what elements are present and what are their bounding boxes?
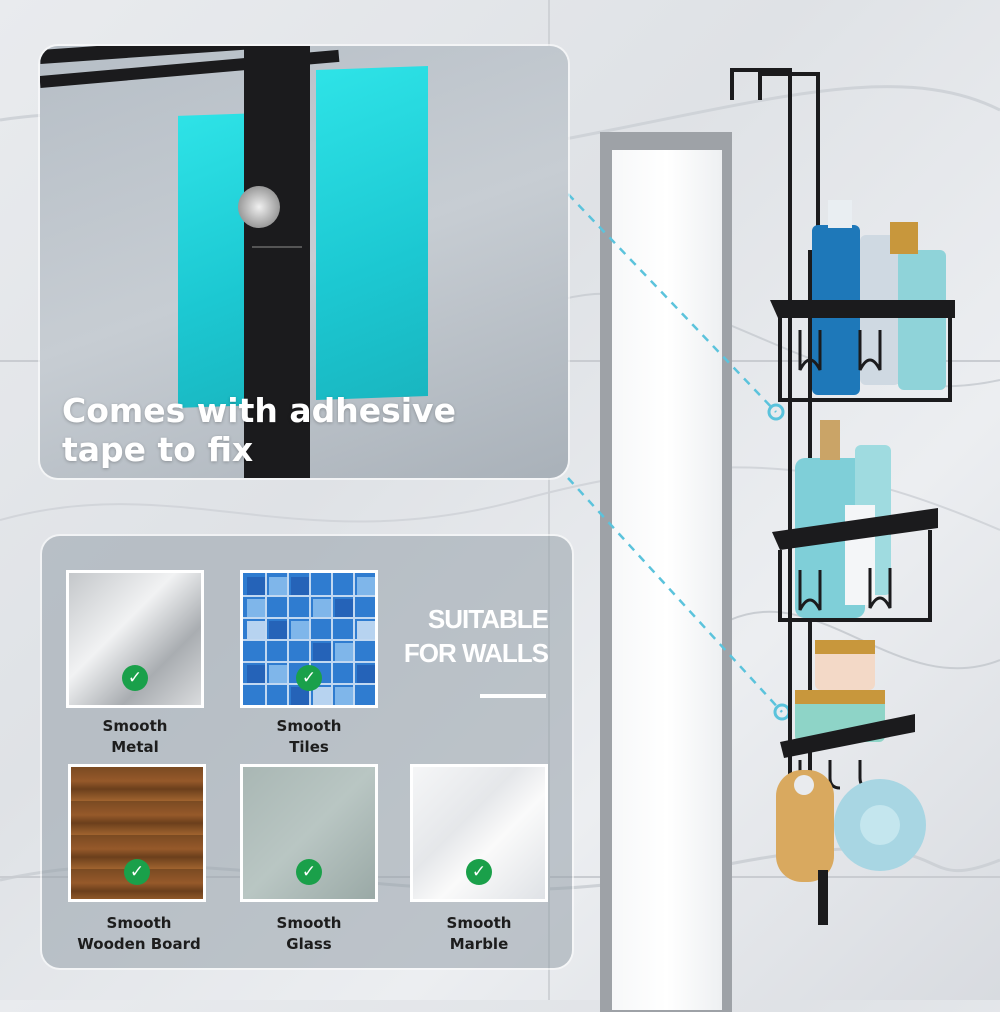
suitable-heading-line1: SUITABLE <box>427 604 549 634</box>
label-metal-line1: Smooth <box>102 717 168 735</box>
label-tiles: Smooth Tiles <box>234 716 384 758</box>
adhesive-tape-right <box>316 66 428 400</box>
label-glass-line2: Glass <box>286 935 332 953</box>
label-wood-line2: Wooden Board <box>77 935 201 953</box>
tile-grid <box>243 573 375 705</box>
door-panel <box>612 150 722 1010</box>
suitable-heading: SUITABLE FOR WALLS <box>388 602 549 670</box>
label-metal: Smooth Metal <box>60 716 210 758</box>
heading-underline <box>480 694 546 698</box>
bath-brush <box>776 770 834 882</box>
label-glass-line1: Smooth <box>276 914 342 932</box>
label-wood-line1: Smooth <box>106 914 172 932</box>
label-metal-line2: Metal <box>111 738 159 756</box>
bracket-edge <box>252 246 302 248</box>
check-icon: ✓ <box>296 859 322 885</box>
pointer-dot-upper <box>767 403 785 421</box>
label-tiles-line2: Tiles <box>289 738 329 756</box>
label-wood: Smooth Wooden Board <box>64 913 214 955</box>
label-marble-line2: Marble <box>449 935 509 953</box>
pointer-line-upper <box>567 193 777 413</box>
label-marble: Smooth Marble <box>404 913 554 955</box>
shelf-upper <box>770 200 955 402</box>
gold-lid <box>795 690 885 704</box>
label-glass: Smooth Glass <box>234 913 384 955</box>
gold-pump <box>890 222 918 254</box>
brush-hole <box>794 775 814 795</box>
wood-swatch: ✓ <box>68 764 206 902</box>
tile-joint <box>548 0 550 1000</box>
sponge-center <box>860 805 900 845</box>
shelf-lower <box>780 640 915 758</box>
teal-bottle <box>898 250 946 390</box>
metal-swatch: ✓ <box>66 570 204 708</box>
bracket-bar <box>244 46 310 478</box>
tiles-swatch: ✓ <box>240 570 378 708</box>
gold-lid <box>815 640 875 654</box>
adhesive-caption: Comes with adhesive tape to fix <box>62 391 456 469</box>
screw-bolt <box>238 186 280 228</box>
hooks <box>776 760 926 925</box>
pump-top <box>828 200 852 228</box>
adhesive-closeup-panel: Comes with adhesive tape to fix <box>40 46 568 478</box>
adhesive-caption-line2: tape to fix <box>62 430 254 469</box>
pointer-line-lower <box>567 477 783 713</box>
gold-pump <box>820 420 840 460</box>
label-tiles-line1: Smooth <box>276 717 342 735</box>
adhesive-caption-line1: Comes with adhesive <box>62 391 456 430</box>
suitable-heading-line2: FOR WALLS <box>403 638 549 668</box>
shelf-middle <box>772 420 938 622</box>
marble-swatch: ✓ <box>410 764 548 902</box>
razor-handle <box>818 870 828 925</box>
label-marble-line1: Smooth <box>446 914 512 932</box>
check-icon: ✓ <box>466 859 492 885</box>
glass-swatch: ✓ <box>240 764 378 902</box>
check-icon: ✓ <box>122 665 148 691</box>
check-icon: ✓ <box>124 859 150 885</box>
check-icon: ✓ <box>296 665 322 691</box>
